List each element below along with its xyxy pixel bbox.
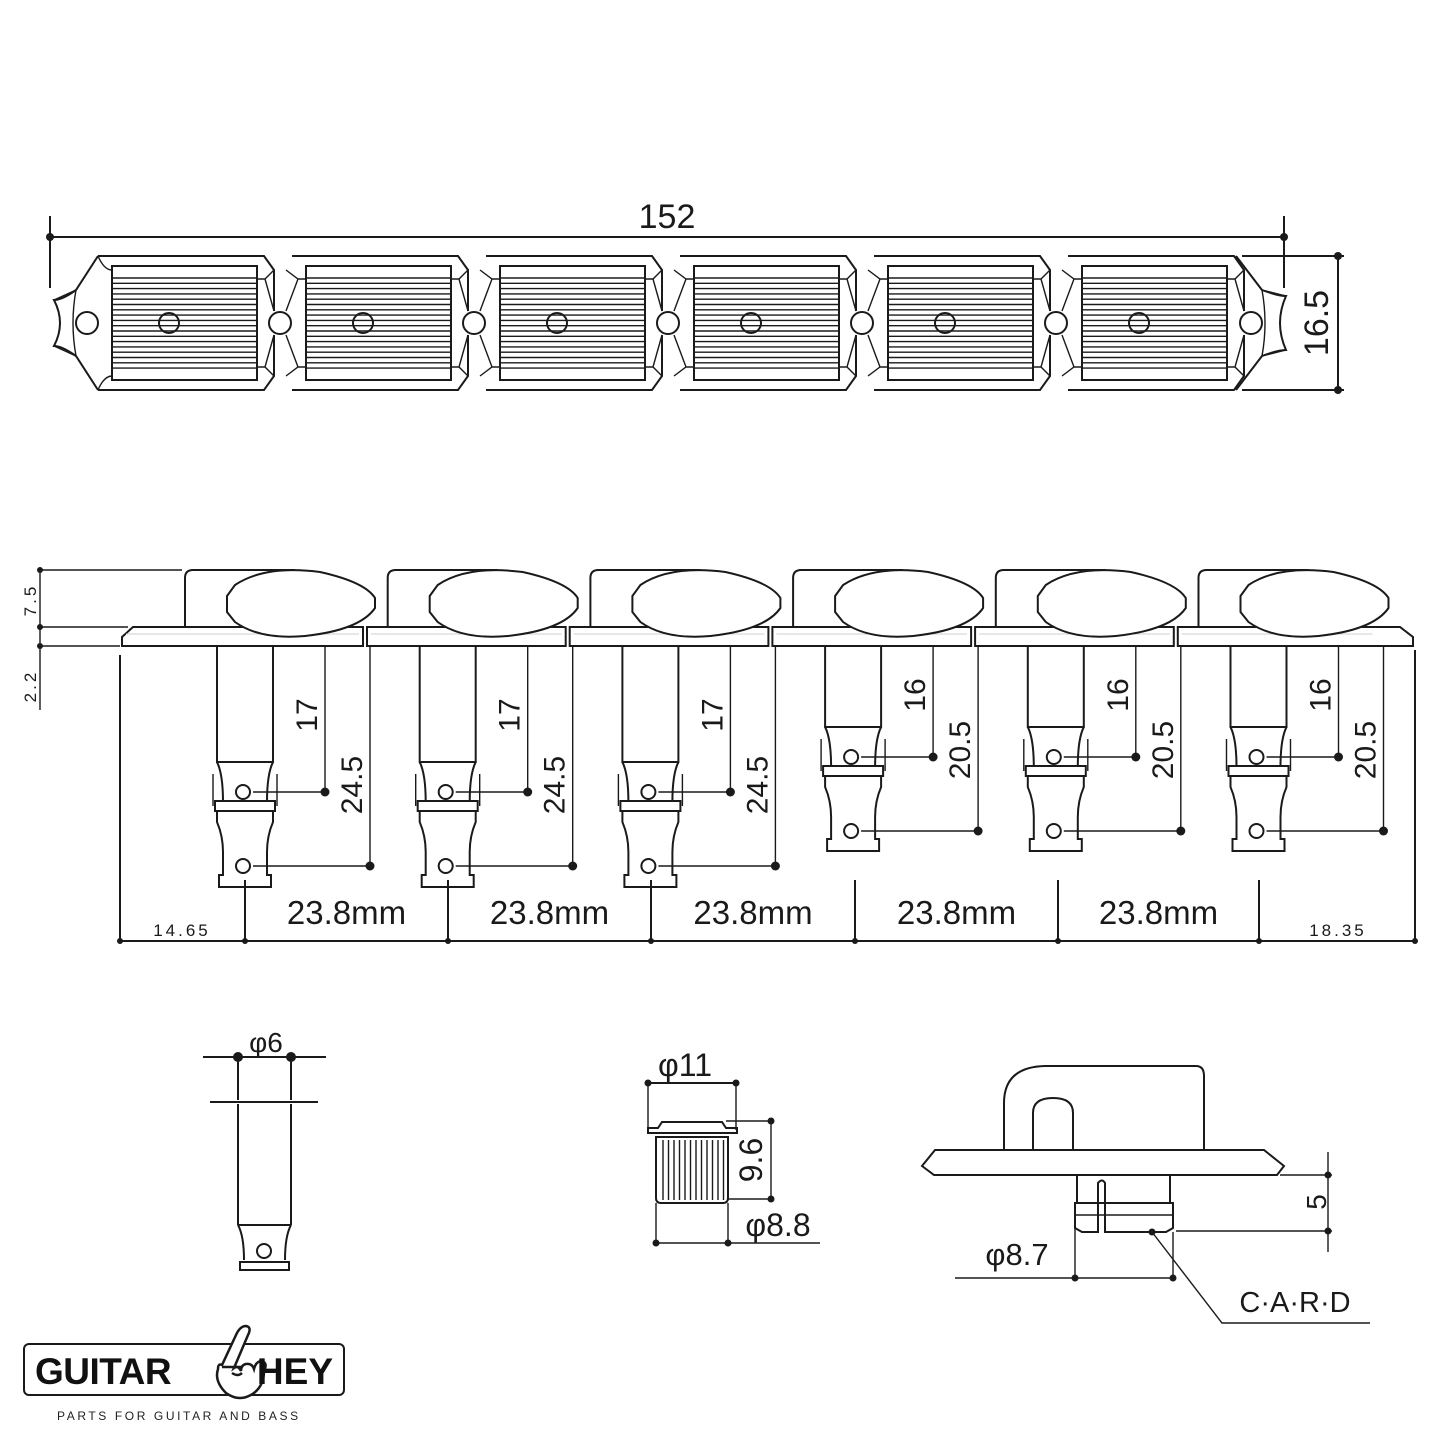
top-plate-segment	[98, 255, 292, 391]
joint-hole	[462, 311, 486, 335]
left-offset-label: 14.65	[153, 921, 211, 940]
tuner-spacing-label: 23.8mm	[693, 894, 812, 931]
rock-hand-icon	[215, 1324, 267, 1400]
logo-word-left: GUITAR	[35, 1351, 172, 1392]
tuner-spacing-label: 23.8mm	[490, 894, 609, 931]
tuner-side-5: 16 20.5	[974, 569, 1187, 852]
post-detail: φ6	[203, 1027, 326, 1271]
post-hole-depth-label: 17	[696, 698, 729, 731]
post-length-label: 24.5	[741, 756, 774, 814]
spacing-dimension: 14.65 18.35 23.8mm 23.8mm 23.8mm 23.8mm 23.8…	[117, 650, 1418, 944]
housing-height-dimension: 7.5 2.2	[21, 567, 182, 710]
post-hole-depth-label: 16	[1102, 678, 1135, 711]
post-length-label: 20.5	[1147, 721, 1180, 779]
plate-thickness-label: 2.2	[21, 670, 40, 703]
plate-height-dimension: 16.5	[1242, 252, 1344, 394]
screw-hole	[740, 312, 762, 334]
housing-height-label: 7.5	[21, 584, 40, 617]
bushing-detail: φ11 9.6 φ8.8	[644, 1047, 820, 1247]
post-hole-depth-label: 16	[1305, 678, 1338, 711]
joint-hole	[268, 311, 292, 335]
bushing-body-diameter-label: φ8.8	[745, 1207, 810, 1243]
post-hole-depth-label: 17	[494, 698, 527, 731]
tuner-side-3: 17 24.5	[568, 569, 782, 888]
tuner-side-6: 16 20.5	[1176, 569, 1414, 852]
brand-logo: GUITAR HEY	[23, 1324, 345, 1400]
right-offset-label: 18.35	[1309, 921, 1367, 940]
bushing-height-label: 9.6	[733, 1138, 769, 1182]
post-length-label: 20.5	[1350, 721, 1383, 779]
post-length-label: 24.5	[539, 756, 572, 814]
side-view: 7.5 2.2 1724.51724.51724.51620.51620.516…	[21, 567, 1418, 944]
joint-hole	[1044, 311, 1068, 335]
post-length-label: 24.5	[336, 756, 369, 814]
post-diameter-label: φ6	[249, 1027, 283, 1058]
top-plate-segment	[867, 255, 1068, 391]
screw-hole	[158, 312, 180, 334]
overall-length-dimension: 152	[46, 198, 1288, 288]
side-view-tuners: 17 24.5 17 24.5 17 24.5 16 20.5 16 20.5 16 20.5	[121, 569, 1414, 888]
overall-length-label: 152	[639, 198, 696, 236]
collar-height-label: 5	[1301, 1194, 1332, 1210]
top-plate-segment	[1061, 255, 1245, 391]
top-plate-segment	[285, 255, 486, 391]
joint-hole	[850, 311, 874, 335]
plate-height-label: 16.5	[1298, 290, 1336, 356]
collar-diameter-label: φ8.7	[985, 1237, 1048, 1272]
tuner-spacing-label: 23.8mm	[1099, 894, 1218, 931]
top-plate-segment	[673, 255, 874, 391]
top-plate-segments	[52, 255, 1288, 391]
tuner-side-4: 16 20.5	[771, 569, 985, 852]
bushing-flange-diameter-label: φ11	[658, 1047, 712, 1083]
tuner-spacing-label: 23.8mm	[287, 894, 406, 931]
joint-hole	[656, 311, 680, 335]
screw-hole	[546, 312, 568, 334]
screw-hole	[352, 312, 374, 334]
tuner-side-2: 17 24.5	[366, 569, 579, 888]
post-hole-depth-label: 17	[291, 698, 324, 731]
screw-hole	[1128, 312, 1150, 334]
collar-detail: φ8.7 5 C·A·R·D	[920, 1065, 1370, 1324]
logo-word-right: HEY	[256, 1351, 333, 1392]
post-hole-depth-label: 16	[899, 678, 932, 711]
logo-tagline: PARTS FOR GUITAR AND BASS	[57, 1409, 301, 1423]
top-view: 152 16.5	[46, 198, 1344, 394]
tuner-side-1: 17 24.5	[121, 569, 376, 888]
post-length-label: 20.5	[944, 721, 977, 779]
tuner-spacing-label: 23.8mm	[897, 894, 1016, 931]
collar-label: C·A·R·D	[1239, 1287, 1350, 1319]
screw-hole	[934, 312, 956, 334]
top-plate-segment	[479, 255, 680, 391]
